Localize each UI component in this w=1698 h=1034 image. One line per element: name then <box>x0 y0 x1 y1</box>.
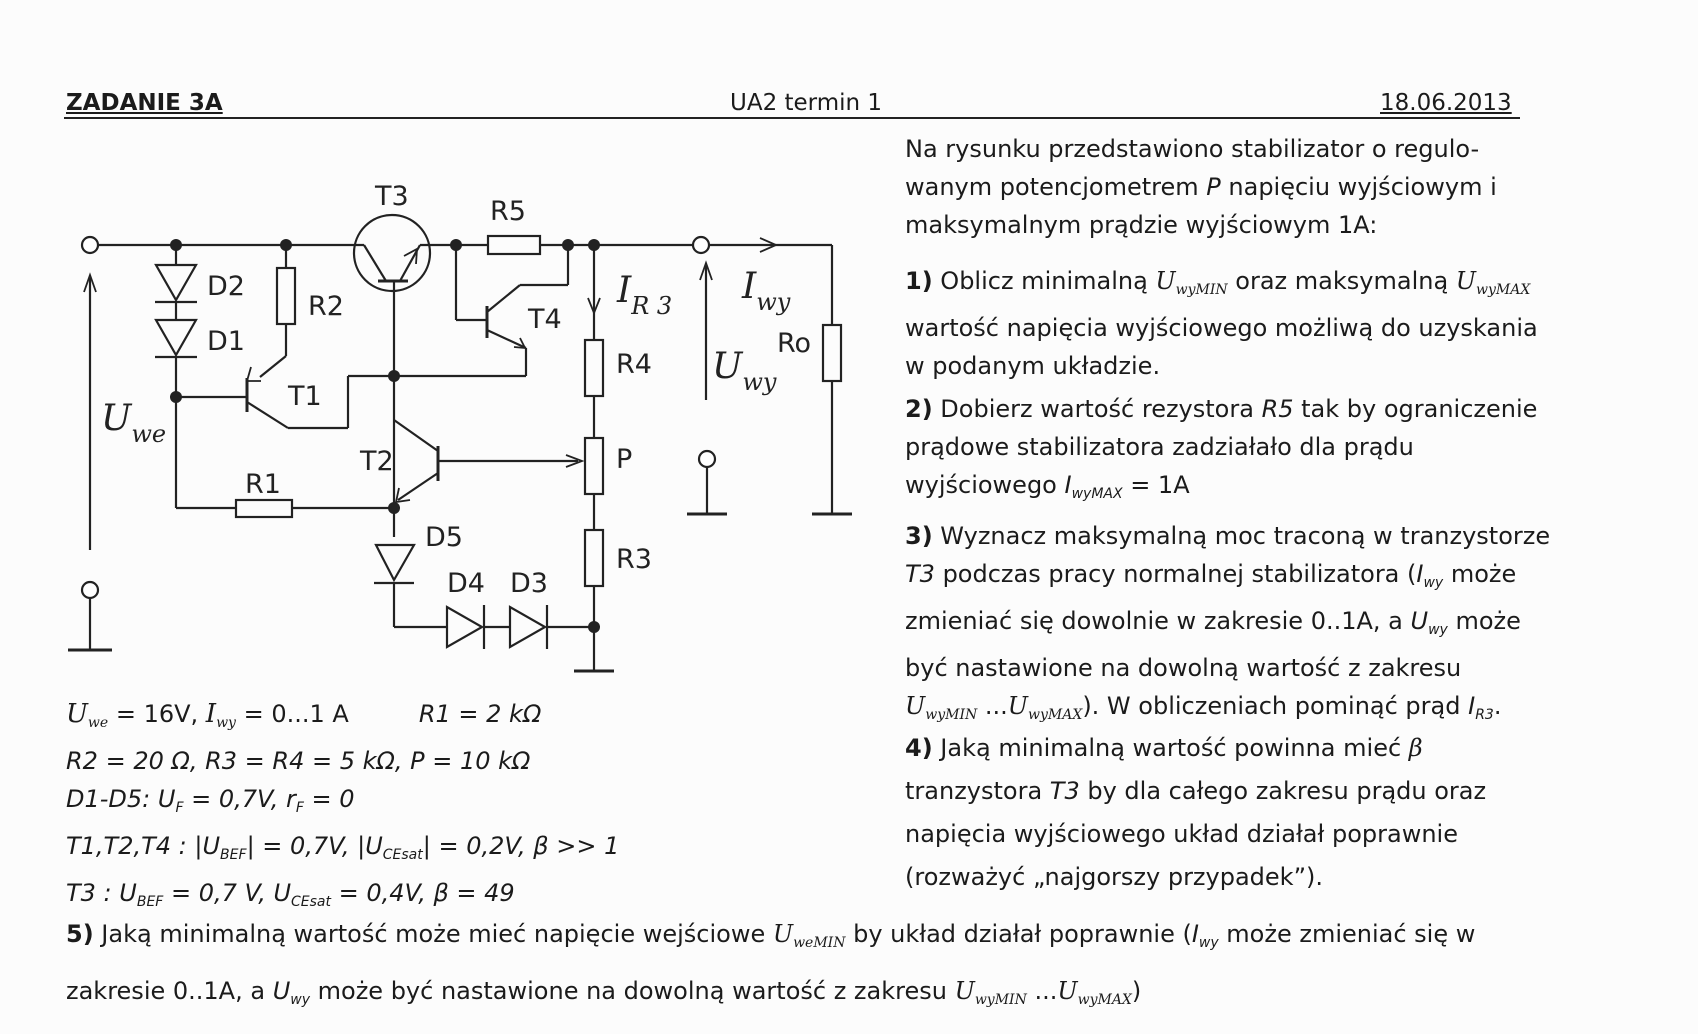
output-terminal-top <box>691 235 711 255</box>
question-3: 3) Wyznacz maksymalną moc traconą w tran… <box>905 522 1551 723</box>
output-terminal-bottom <box>697 449 717 469</box>
header-rule <box>64 117 1520 119</box>
input-terminal-top <box>80 235 100 255</box>
question-2: 2) Dobierz wartość rezystora R5 tak by o… <box>905 395 1538 502</box>
question-5: 5) Jaką minimalną wartość może mieć napi… <box>66 920 1476 1008</box>
label-P: P <box>616 444 632 475</box>
label-R2: R2 <box>308 291 344 322</box>
intro-paragraph: Na rysunku przedstawiono stabilizator o … <box>905 135 1497 239</box>
label-T2: T2 <box>359 446 394 477</box>
label-R3: R3 <box>616 544 652 575</box>
task-title: ZADANIE 3A <box>66 90 223 116</box>
label-Uwe: Uwe <box>101 398 166 448</box>
label-D4: D4 <box>447 568 485 599</box>
label-D3: D3 <box>510 568 548 599</box>
label-T3: T3 <box>374 181 409 212</box>
label-Uwy: Uwy <box>712 346 777 396</box>
label-T1: T1 <box>287 381 322 412</box>
label-D2: D2 <box>207 271 245 302</box>
label-Ro: Ro <box>777 328 811 359</box>
label-IR3: IR 3 <box>616 270 672 320</box>
question-1: 1) Oblicz minimalną UwyMIN oraz maksymal… <box>905 267 1538 380</box>
label-D1: D1 <box>207 326 245 357</box>
label-T4: T4 <box>527 304 562 335</box>
label-R1: R1 <box>245 469 281 500</box>
circuit-schematic: T3 R5 D2 D1 R2 T4 T1 T2 R1 D5 D4 D3 R4 P… <box>68 181 852 673</box>
question-4: 4) Jaką minimalną wartość powinna mieć β… <box>905 734 1487 891</box>
label-Iwy: Iwy <box>741 266 791 316</box>
label-R4: R4 <box>616 349 652 380</box>
date-label: 18.06.2013 <box>1380 90 1512 116</box>
course-label: UA2 termin 1 <box>730 90 883 116</box>
input-terminal-bottom <box>80 580 100 600</box>
label-D5: D5 <box>425 522 463 553</box>
label-R5: R5 <box>490 196 526 227</box>
